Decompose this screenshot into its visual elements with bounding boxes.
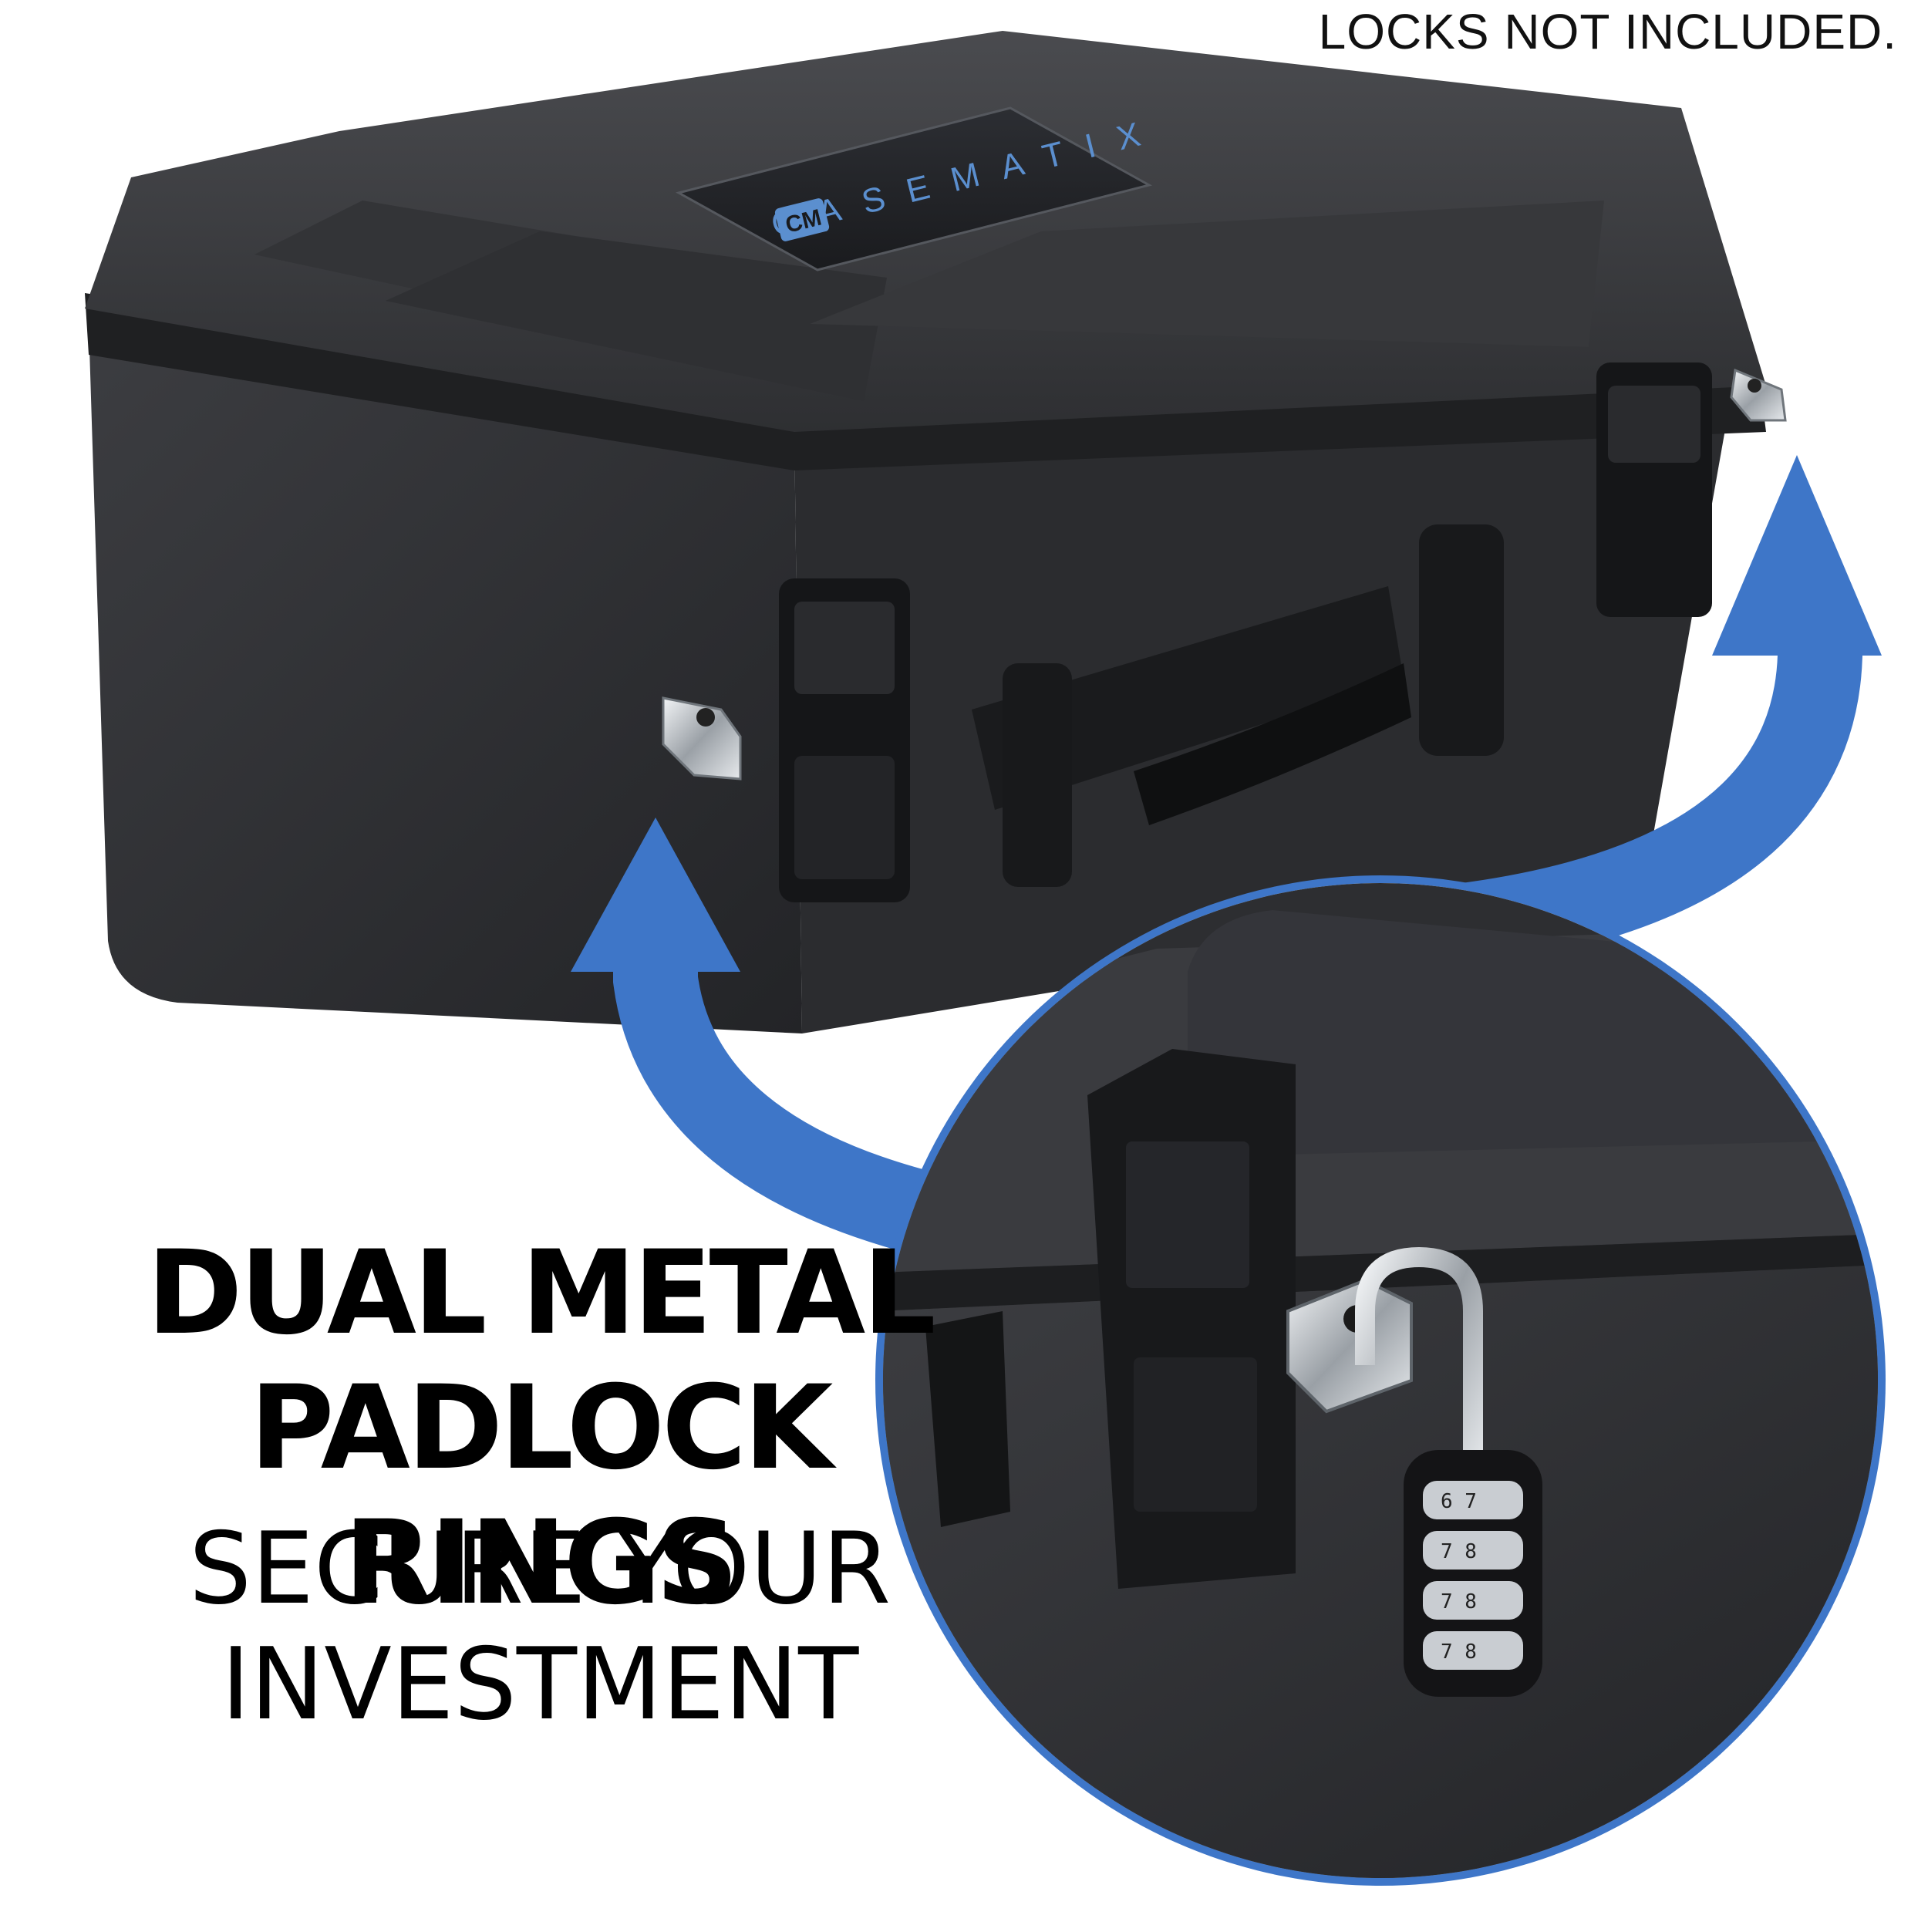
subheadline-line-2: INVESTMENT bbox=[221, 1627, 859, 1742]
right-latch bbox=[1596, 362, 1712, 617]
dial-1: 6 7 bbox=[1441, 1490, 1477, 1513]
padlock-ring-right bbox=[1730, 368, 1787, 422]
case-handle bbox=[972, 524, 1504, 887]
subheadline: SECURE YOUR INVESTMENT bbox=[116, 1512, 964, 1743]
locks-disclaimer: LOCKS NOT INCLUDED. bbox=[1318, 4, 1897, 59]
dial-4: 7 8 bbox=[1441, 1640, 1477, 1664]
brand-logo-icon: CM bbox=[774, 198, 830, 241]
subheadline-line-1: SECURE YOUR bbox=[188, 1512, 892, 1627]
padlock-ring-left bbox=[662, 696, 742, 781]
headline-line-1: DUAL METAL bbox=[147, 1226, 936, 1360]
padlock-icon: 6 7 7 8 7 8 7 8 bbox=[1355, 1246, 1542, 1697]
dial-2: 7 8 bbox=[1441, 1540, 1477, 1563]
headline-line-2: PADLOCK RINGS bbox=[249, 1361, 834, 1630]
curved-arrow-icon bbox=[571, 818, 955, 1260]
dial-3: 7 8 bbox=[1441, 1590, 1477, 1613]
left-latch bbox=[779, 578, 910, 902]
headline: DUAL METAL PADLOCK RINGS bbox=[116, 1226, 964, 1631]
combination-dials: 6 7 7 8 7 8 7 8 bbox=[1423, 1481, 1523, 1670]
zoom-detail-circle: 6 7 7 8 7 8 7 8 bbox=[875, 875, 1886, 1886]
